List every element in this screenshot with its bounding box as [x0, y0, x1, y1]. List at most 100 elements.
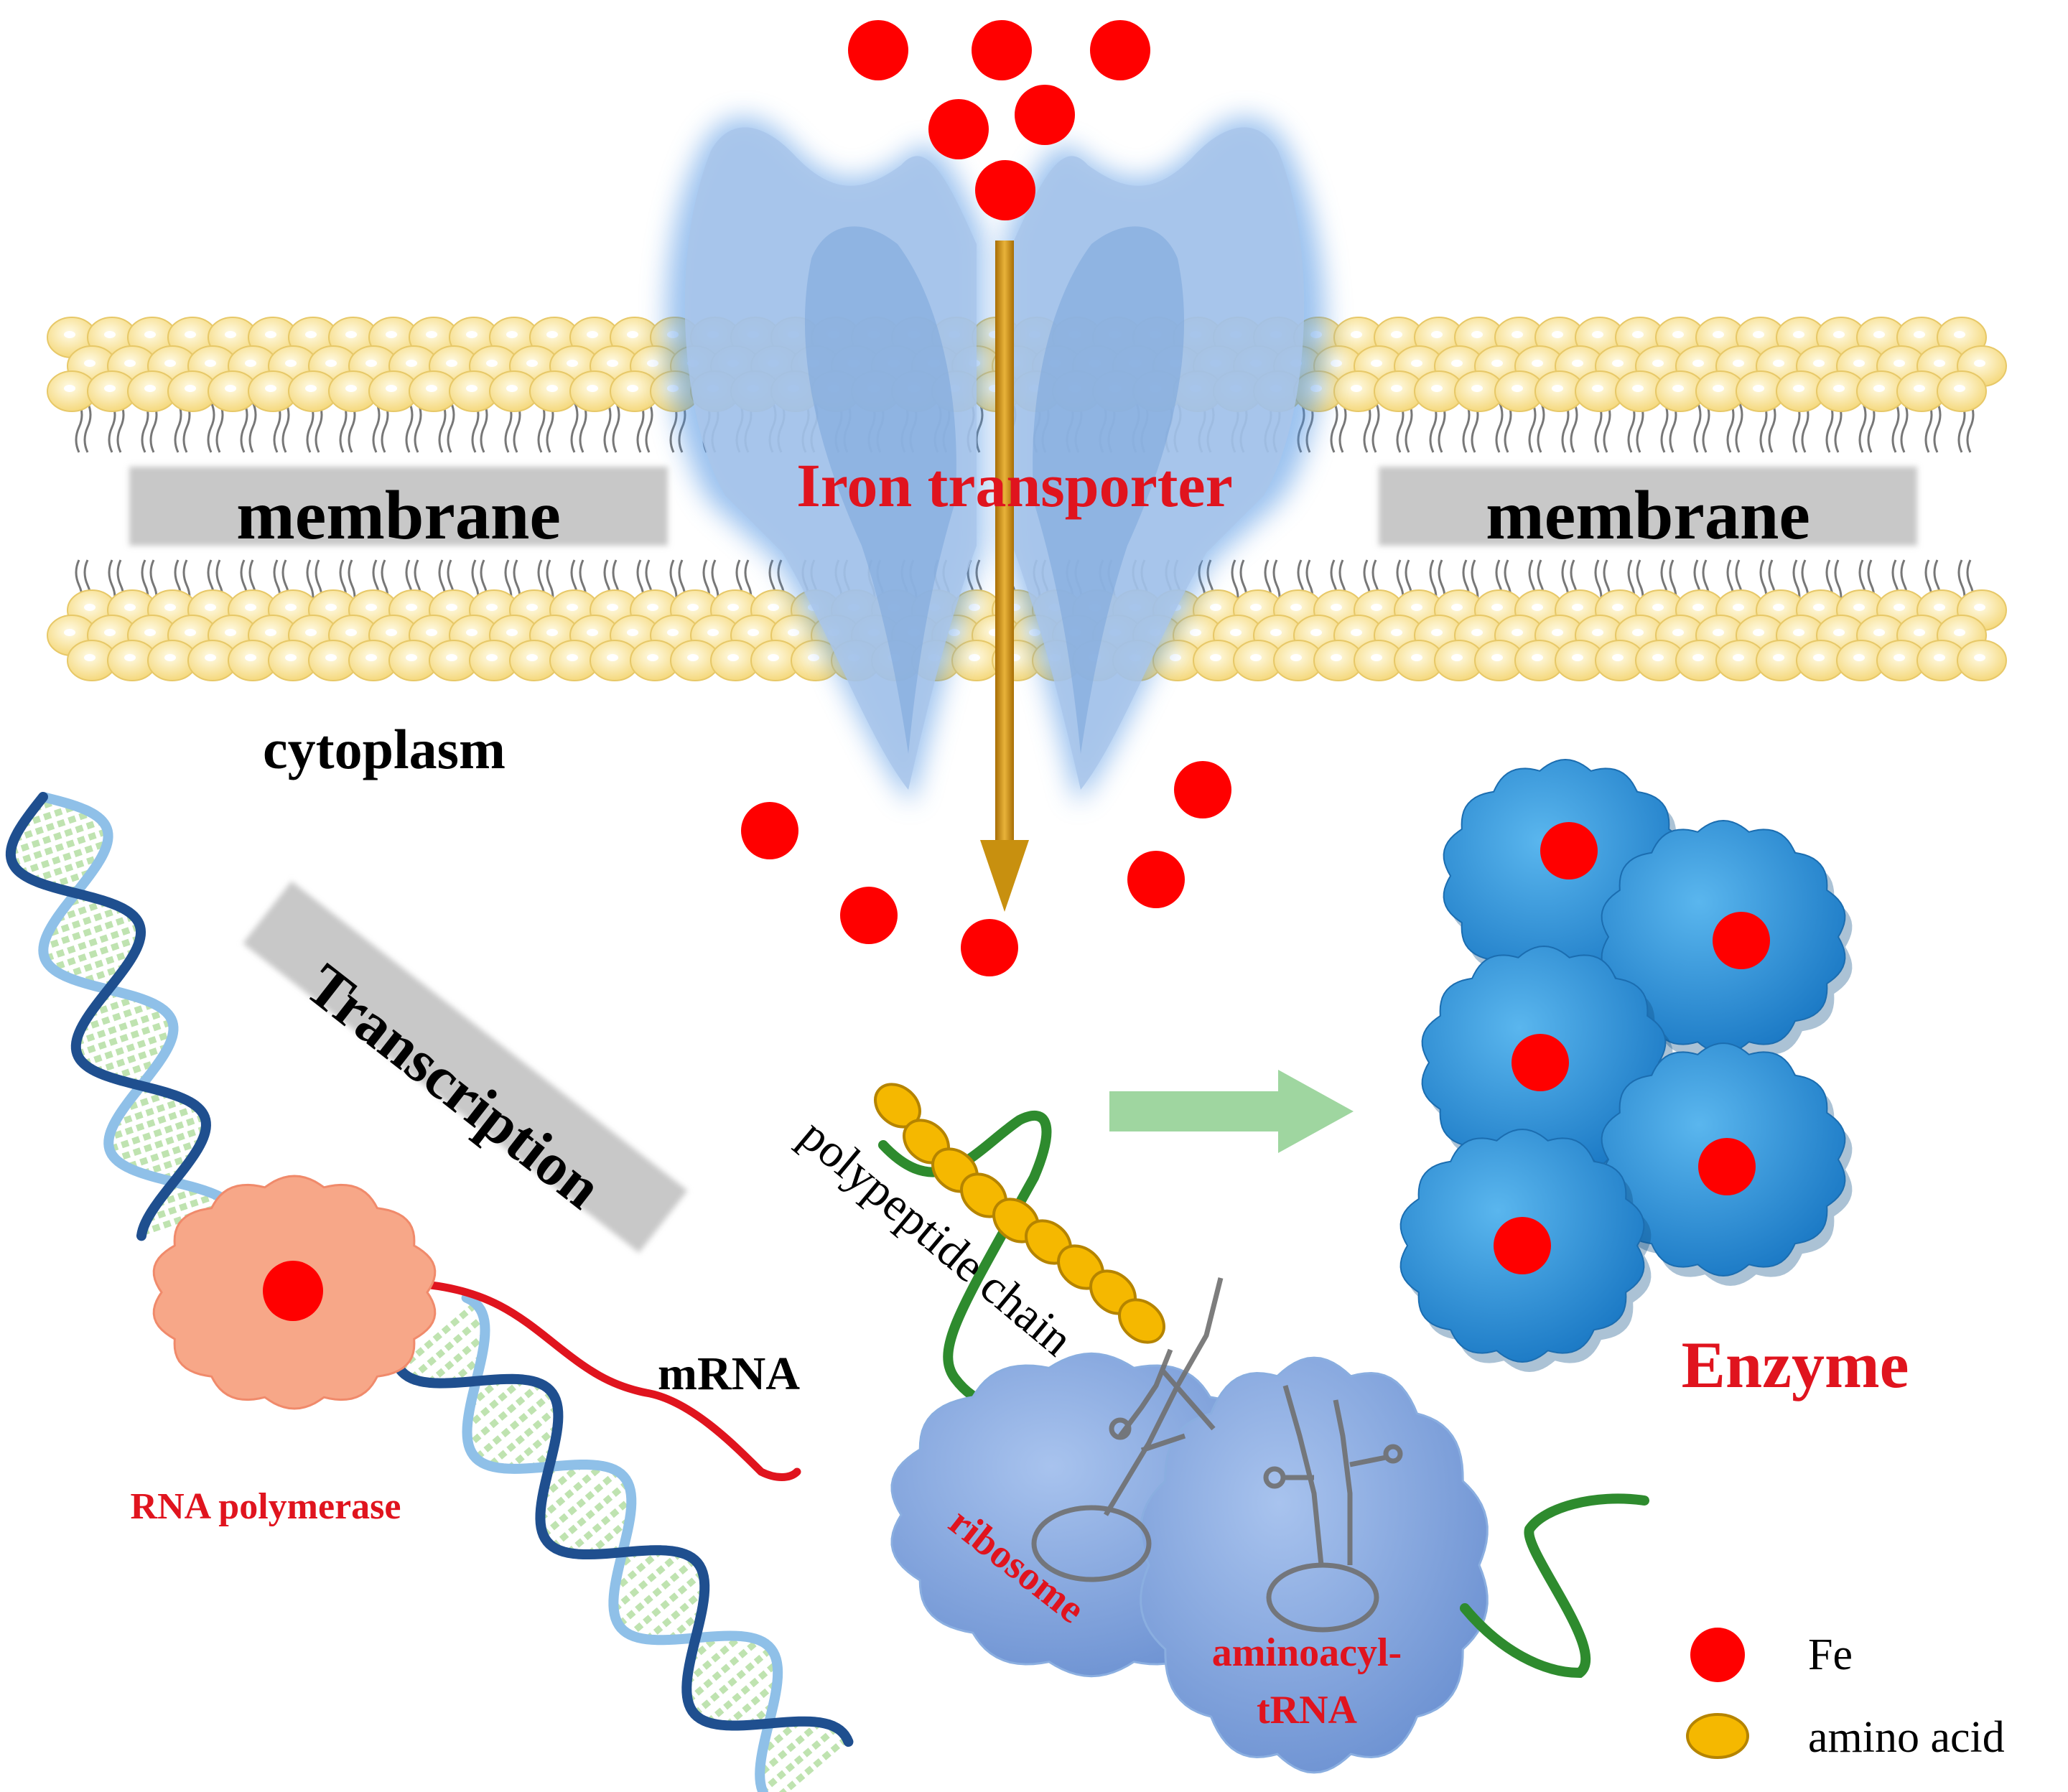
- legend-amino-acid-label: amino acid: [1808, 1713, 2005, 1762]
- base-pair: [75, 1009, 167, 1046]
- base-pair: [88, 994, 140, 1018]
- lipid-head: [1534, 370, 1585, 412]
- lipid-tail: [174, 401, 182, 453]
- lipid-head: [1756, 640, 1806, 681]
- base-pair: [76, 1018, 174, 1058]
- base-pair: [46, 905, 124, 938]
- base-pair: [113, 1096, 187, 1128]
- lipid-tail: [1330, 401, 1338, 453]
- lipid-tail: [240, 401, 248, 453]
- mrna-strand: [427, 1281, 801, 1481]
- green-strand-upper: [878, 1111, 1052, 1411]
- lipid-head: [1514, 640, 1565, 681]
- base-pair: [409, 1314, 486, 1381]
- base-pair: [684, 1633, 743, 1685]
- iron-atom: [928, 99, 989, 159]
- base-pair: [79, 1001, 156, 1032]
- base-pair: [465, 1377, 526, 1430]
- green-strand-lower: [1460, 1493, 1649, 1679]
- lipid-tail: [480, 401, 488, 453]
- base-pair: [50, 935, 141, 971]
- lipid-tail: [1537, 401, 1545, 453]
- iron-atom: [1512, 1034, 1569, 1091]
- base-pair: [758, 1719, 823, 1777]
- lipid-head: [107, 640, 157, 681]
- iron-atom: [1494, 1217, 1551, 1274]
- base-pair: [586, 1516, 632, 1557]
- iron-transporter-protein: [666, 117, 1326, 804]
- base-pair: [611, 1550, 683, 1613]
- legend-amino-acid-swatch: [1686, 1713, 1749, 1759]
- transcription-bar: [243, 881, 688, 1253]
- lipid-head: [1856, 370, 1906, 412]
- lipid-head: [670, 640, 720, 681]
- lipid-tail: [570, 401, 579, 453]
- base-pair: [705, 1661, 780, 1725]
- base-pair: [427, 1332, 488, 1386]
- base-pair: [141, 1153, 195, 1177]
- lipid-tail: [1338, 401, 1347, 453]
- base-pair: [94, 1043, 169, 1075]
- lipid-tail: [1495, 401, 1504, 453]
- lipid-head: [1937, 370, 1987, 412]
- lipid-head: [549, 640, 600, 681]
- enzyme-label: Enzyme: [1682, 1328, 1909, 1401]
- base-pair: [114, 1125, 208, 1162]
- lipid-head: [489, 370, 539, 412]
- base-pair: [645, 1587, 707, 1642]
- base-pair: [21, 803, 78, 828]
- lipid-tail: [1528, 401, 1537, 453]
- lipid-head: [710, 640, 760, 681]
- lipid-head: [1655, 370, 1705, 412]
- dna-strand: [5, 792, 211, 1241]
- membrane-label-bar-left: [129, 467, 668, 546]
- lipid-head: [1354, 640, 1404, 681]
- lipid-tail: [405, 401, 414, 453]
- base-pair: [108, 1104, 200, 1141]
- base-pair: [108, 1114, 206, 1153]
- base-pair: [566, 1496, 634, 1556]
- dna-strand: [38, 792, 238, 1210]
- base-pair: [44, 923, 141, 962]
- iron-atom: [1127, 851, 1185, 908]
- base-pair: [111, 1058, 161, 1081]
- legend: [1686, 1628, 1749, 1759]
- polypeptide-chain: [874, 1083, 1165, 1344]
- lipid-head: [1776, 370, 1826, 412]
- lipid-head: [509, 640, 559, 681]
- iron-atom: [263, 1261, 323, 1321]
- base-pair: [778, 1735, 849, 1792]
- lipid-head: [388, 640, 439, 681]
- base-pair: [83, 1030, 174, 1067]
- lipid-tail: [603, 401, 612, 453]
- mrna-label: mRNA: [658, 1348, 800, 1400]
- lipid-tail: [645, 401, 653, 453]
- membrane-label-right: membrane: [1486, 477, 1810, 554]
- lipid-tail: [447, 401, 455, 453]
- trna-right: [1263, 1385, 1403, 1633]
- base-pair: [19, 839, 108, 876]
- lipid-tail: [281, 401, 290, 453]
- lipid-tail: [414, 401, 422, 453]
- base-pair: [540, 1462, 584, 1501]
- lipid-tail: [1693, 401, 1702, 453]
- folding-arrow: [1109, 1070, 1354, 1153]
- base-pair: [628, 1569, 705, 1638]
- lipid-head: [67, 640, 117, 681]
- lipid-tail: [1726, 401, 1735, 453]
- lipid-tail: [1702, 401, 1710, 453]
- base-pair: [473, 1390, 554, 1461]
- membrane-label-left: membrane: [236, 477, 561, 554]
- lipid-tail: [1933, 401, 1942, 453]
- lipid-head: [268, 640, 318, 681]
- base-pair: [686, 1637, 761, 1704]
- lipid-head: [127, 370, 177, 412]
- iron-atoms-cytoplasm: [741, 761, 1231, 976]
- iron-atom: [1698, 1138, 1756, 1195]
- base-pair: [541, 1469, 620, 1538]
- iron-atom: [1090, 20, 1150, 80]
- lipid-head: [1876, 640, 1927, 681]
- lipid-head: [1957, 640, 2007, 681]
- iron-atom: [1713, 912, 1770, 969]
- iron-atom: [1174, 761, 1231, 818]
